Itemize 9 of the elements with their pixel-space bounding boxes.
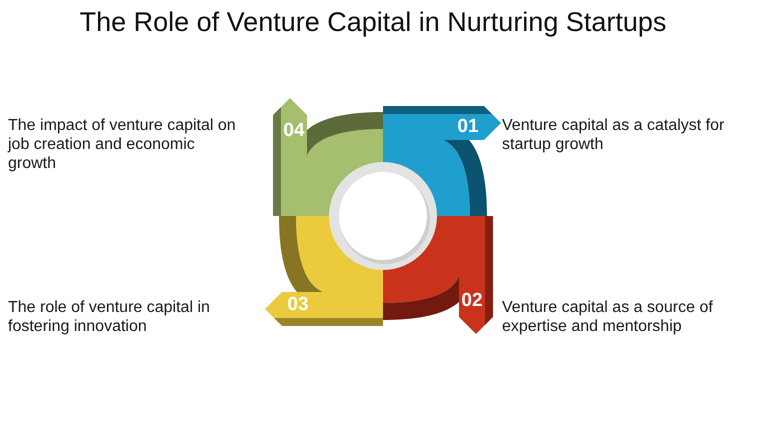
title: The Role of Venture Capital in Nurturing Startups xyxy=(78,6,668,38)
step-description: The role of venture capital in fostering innovation xyxy=(8,298,211,336)
step-number: 03 xyxy=(286,294,310,316)
step-description: Venture capital as a source of expertise and mentorship xyxy=(502,298,714,336)
step-number: 01 xyxy=(456,116,480,138)
step-number: 02 xyxy=(460,290,484,312)
step-number: 04 xyxy=(282,120,306,142)
step-description: Venture capital as a catalyst for startup growth xyxy=(502,116,726,154)
step-description: The impact of venture capital on job creation and economic growth xyxy=(8,116,237,173)
